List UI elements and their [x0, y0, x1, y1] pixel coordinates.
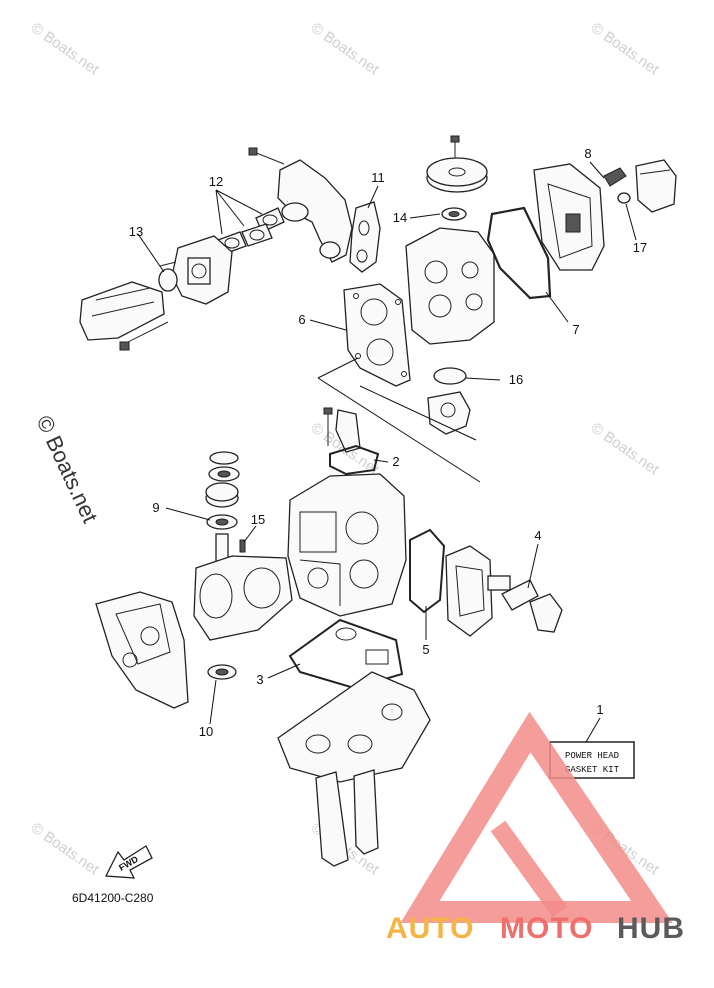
o-ring-17	[617, 192, 631, 204]
head-gasket-6	[343, 283, 411, 387]
exhaust-guide	[277, 671, 431, 783]
callout-12: 12	[209, 174, 223, 189]
watermark-mid-right: © Boats.net	[588, 419, 663, 478]
gasket-11	[349, 201, 381, 273]
watermark-top-center: © Boats.net	[308, 19, 383, 78]
logo-triangle	[400, 711, 673, 923]
leader-lines	[137, 161, 637, 743]
exhaust-cover	[445, 545, 493, 637]
fwd-arrow: FWD	[104, 845, 153, 879]
watermark-bottom-left: © Boats.net	[28, 819, 103, 878]
pin-15	[239, 539, 246, 553]
gasket-12b	[241, 223, 273, 247]
crankshaft	[193, 555, 293, 641]
gasket-5	[409, 528, 446, 614]
callout-14: 14	[393, 210, 407, 225]
crankcase-half	[95, 591, 189, 709]
intake-silencer	[79, 281, 165, 341]
cylinder-block	[287, 473, 407, 617]
o-ring-13	[158, 268, 178, 292]
kit-label-line1: POWER HEAD	[565, 751, 619, 761]
callout-10: 10	[199, 724, 213, 739]
gasket-2	[329, 444, 380, 476]
kit-label-line2: GASKET KIT	[565, 765, 620, 775]
breather-part	[335, 409, 361, 453]
gasket-16	[433, 367, 467, 385]
thermostat-cover	[635, 159, 677, 213]
cylinder-block-group	[287, 407, 407, 617]
cylinder-head	[405, 227, 495, 345]
callout-11: 11	[371, 170, 385, 185]
callout-16: 16	[509, 372, 523, 387]
automotohub-logo: AUTO MOTO HUB	[386, 711, 685, 945]
watermark-left-vertical: © Boats.net	[31, 412, 102, 527]
callout-6: 6	[298, 312, 305, 327]
cylinder-head-group	[405, 135, 495, 345]
callout-3: 3	[256, 672, 263, 687]
callout-17: 17	[633, 240, 647, 255]
logo-text-auto: AUTO	[386, 912, 474, 945]
callout-8: 8	[584, 146, 591, 161]
callout-4: 4	[534, 528, 541, 543]
callout-13: 13	[129, 224, 143, 239]
callout-15: 15	[251, 512, 265, 527]
drawing-code: 6D41200-C280	[72, 891, 154, 905]
callout-7: 7	[572, 322, 579, 337]
crankshaft-group	[193, 451, 293, 680]
watermark-top-left: © Boats.net	[28, 19, 103, 78]
callout-1: 1	[596, 702, 603, 717]
callout-2: 2	[392, 454, 399, 469]
callouts: 1 2 3 4 5 6 7 8 9 10 11 12 13 14 15 16 1…	[129, 146, 647, 739]
logo-text-moto: MOTO	[500, 912, 593, 945]
thermostat-housing	[529, 593, 563, 633]
logo-text-hub: HUB	[617, 912, 685, 945]
cover-group	[533, 159, 677, 271]
gasket-4	[501, 579, 539, 611]
callout-5: 5	[422, 642, 429, 657]
watermark-top-right: © Boats.net	[588, 19, 663, 78]
exhaust-tube	[315, 771, 349, 867]
gasket-3	[288, 618, 404, 690]
gasket-7	[486, 206, 552, 300]
water-pump	[427, 391, 471, 435]
intake-group	[79, 147, 353, 351]
callout-9: 9	[152, 500, 159, 515]
